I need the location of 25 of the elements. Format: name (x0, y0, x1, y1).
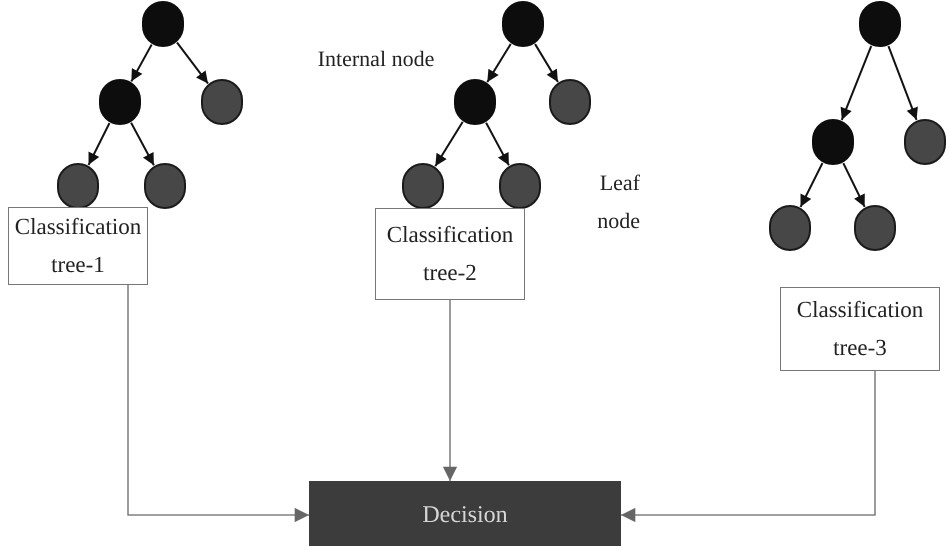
arrow (88, 122, 110, 166)
box-label: Classification tree-2 (386, 221, 514, 287)
arrow (888, 46, 918, 120)
decision-box (309, 481, 621, 546)
annotation-text: Internal node (316, 45, 436, 73)
arrow (621, 371, 876, 522)
arrow (442, 300, 458, 481)
tree-label-box (780, 287, 940, 371)
arrow (486, 43, 512, 83)
arrow (534, 44, 559, 82)
arrow (130, 122, 155, 166)
arrow (840, 46, 872, 120)
arrow (800, 162, 824, 208)
arrow (130, 44, 153, 82)
arrow (127, 285, 309, 522)
box-label: Classification tree-3 (796, 296, 924, 362)
box-label: Decision (422, 501, 508, 530)
arrow (842, 162, 866, 208)
tree-label-box (375, 208, 525, 300)
annotation-text: Leaf node (596, 169, 640, 235)
box-label: Classification tree-1 (14, 213, 142, 279)
arrow (434, 121, 464, 167)
tree-label-box (8, 207, 148, 285)
arrow (485, 122, 510, 166)
arrow (176, 42, 209, 84)
